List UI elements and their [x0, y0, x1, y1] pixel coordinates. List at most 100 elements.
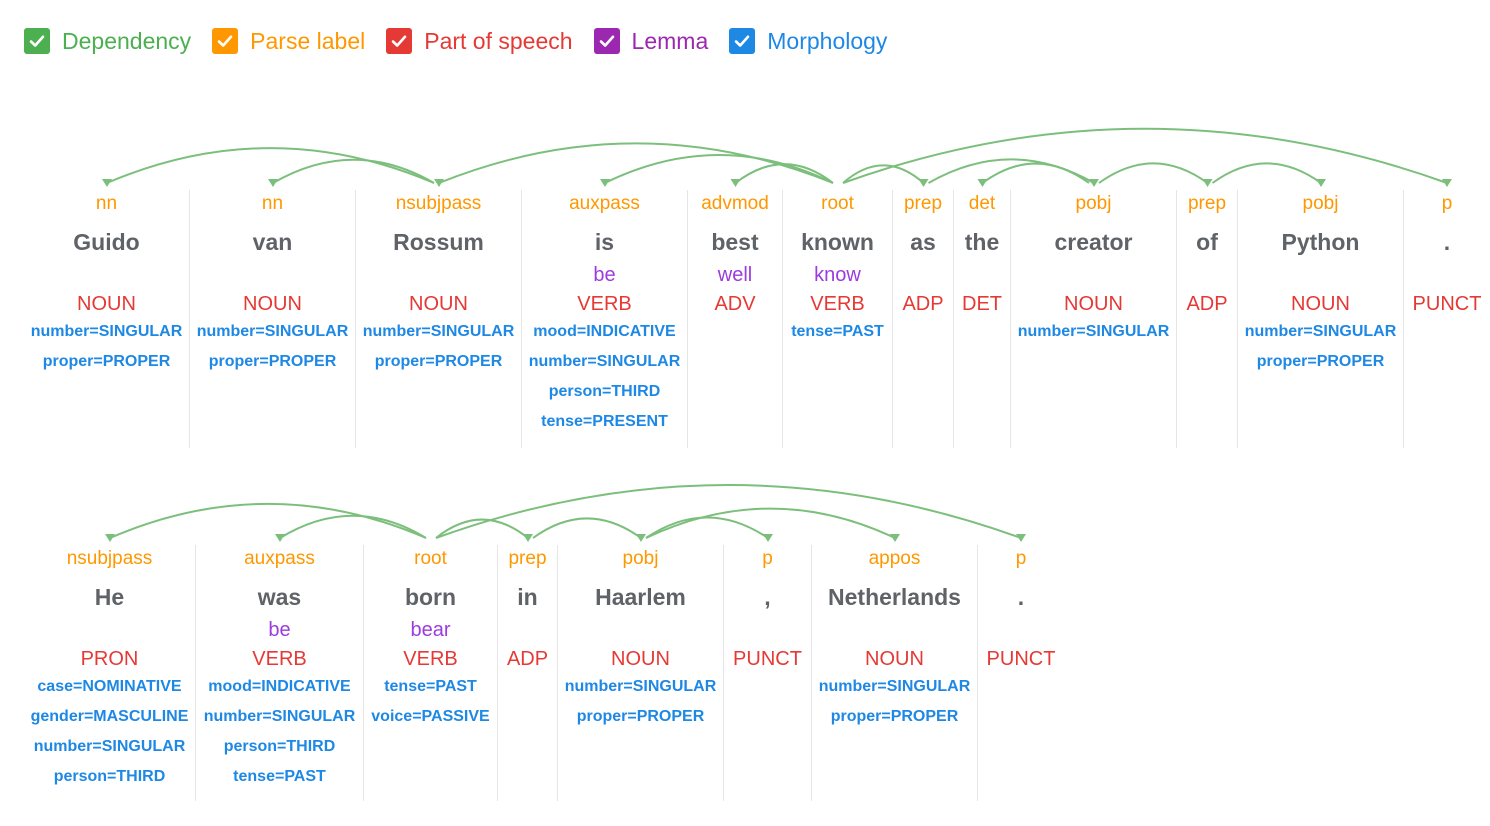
parse-label: prep — [1187, 193, 1227, 214]
part-of-speech: ADP — [1186, 293, 1228, 315]
dependency-toggle[interactable]: Dependency — [24, 28, 191, 55]
part-of-speech: DET — [962, 293, 1002, 315]
part-of-speech: NOUN — [243, 293, 302, 315]
arc-nn — [272, 158, 435, 184]
arc-pobj — [1211, 162, 1322, 184]
arc-nsubjpass — [438, 142, 834, 184]
morphology-feature: proper=PROPER — [1256, 353, 1385, 370]
morphology-list: number=SINGULAR proper=PROPER — [197, 322, 349, 382]
token-word: of — [1196, 229, 1218, 255]
parse-label: auxpass — [244, 548, 315, 569]
parse-label: auxpass — [569, 193, 640, 214]
part-of-speech: VERB — [403, 648, 458, 670]
morphology-feature: gender=MASCULINE — [30, 708, 189, 725]
arc-nsubjpass — [109, 502, 427, 539]
morphology-feature: mood=INDICATIVE — [208, 678, 351, 695]
arc-appos — [645, 507, 896, 539]
checkmark-icon — [217, 35, 233, 47]
parse-label: nn — [261, 193, 284, 214]
arc-pobj — [928, 158, 1095, 184]
part-of-speech: ADP — [506, 648, 549, 670]
dependency-arcs — [105, 484, 1026, 542]
arrowhead-icon — [636, 534, 646, 542]
dependency-arcs — [102, 127, 1452, 187]
lemma-toggle[interactable]: Lemma — [593, 28, 708, 55]
token-column: p. PUNCT — [1404, 190, 1490, 448]
token-word: in — [517, 584, 538, 610]
checkmark-icon — [29, 35, 45, 47]
morphology-feature: proper=PROPER — [374, 353, 503, 370]
parse-label: nsubjpass — [66, 548, 153, 569]
part-of-speech: VERB — [577, 293, 632, 315]
lemma: know — [814, 264, 861, 286]
morphology-feature: proper=PROPER — [208, 353, 337, 370]
token-word: known — [801, 229, 874, 255]
token-word: is — [594, 229, 615, 255]
parse-label: p — [1441, 193, 1453, 214]
token-word: He — [94, 584, 125, 610]
parse-label-checkbox[interactable] — [212, 28, 239, 54]
part-of-speech: NOUN — [1291, 293, 1350, 315]
arc-pobj — [532, 517, 642, 539]
morphology-list: tense=PAST — [791, 322, 884, 352]
lemma: bear — [410, 619, 451, 641]
morphology-feature: number=SINGULAR — [196, 323, 349, 340]
arrowhead-icon — [102, 179, 112, 187]
lemma-checkbox[interactable] — [593, 28, 620, 54]
part-of-speech-checkbox[interactable] — [386, 28, 413, 54]
arc-auxpass — [604, 154, 834, 184]
part-of-speech: PUNCT — [733, 648, 802, 670]
morphology-list: number=SINGULAR proper=PROPER — [1245, 322, 1397, 382]
arrowhead-icon — [434, 179, 444, 187]
morphology-feature: number=SINGULAR — [30, 323, 183, 340]
dependency-checkbox[interactable] — [24, 28, 50, 54]
checkmark-icon — [734, 35, 750, 47]
arrowhead-icon — [268, 179, 278, 187]
token-word: Haarlem — [595, 584, 686, 610]
token-word: as — [910, 229, 936, 255]
morphology-toggle-label: Morphology — [767, 27, 888, 54]
parse-label-toggle[interactable]: Parse label — [212, 28, 365, 55]
part-of-speech: NOUN — [1064, 293, 1123, 315]
arrowhead-icon — [1316, 179, 1326, 187]
arrowhead-icon — [763, 534, 773, 542]
morphology-feature: tense=PAST — [791, 323, 884, 340]
parse-label: pobj — [1302, 193, 1339, 214]
morphology-checkbox[interactable] — [729, 28, 756, 54]
part-of-speech: PUNCT — [1412, 293, 1482, 315]
parse-label: prep — [508, 548, 547, 569]
token-word: . — [1443, 229, 1451, 255]
part-of-speech-toggle[interactable]: Part of speech — [386, 28, 573, 55]
part-of-speech: VERB — [810, 293, 865, 315]
token-word: van — [252, 229, 293, 255]
token-word: creator — [1054, 229, 1133, 255]
arrowhead-icon — [977, 179, 988, 187]
dependency-toggle-label: Dependency — [62, 27, 192, 54]
parse-label: appos — [868, 548, 921, 569]
token-word: best — [711, 229, 759, 255]
morphology-feature: number=SINGULAR — [564, 678, 717, 695]
morphology-feature: proper=PROPER — [576, 708, 705, 725]
morphology-feature: person=THIRD — [548, 383, 661, 400]
arrowhead-icon — [730, 179, 741, 187]
parse-label: det — [968, 193, 996, 214]
arrowhead-icon — [1202, 179, 1213, 187]
part-of-speech: ADP — [902, 293, 944, 315]
arrowhead-icon — [523, 534, 533, 542]
morphology-feature: number=SINGULAR — [1244, 323, 1397, 340]
parse-label: nn — [95, 193, 118, 214]
morphology-toggle[interactable]: Morphology — [729, 28, 887, 55]
